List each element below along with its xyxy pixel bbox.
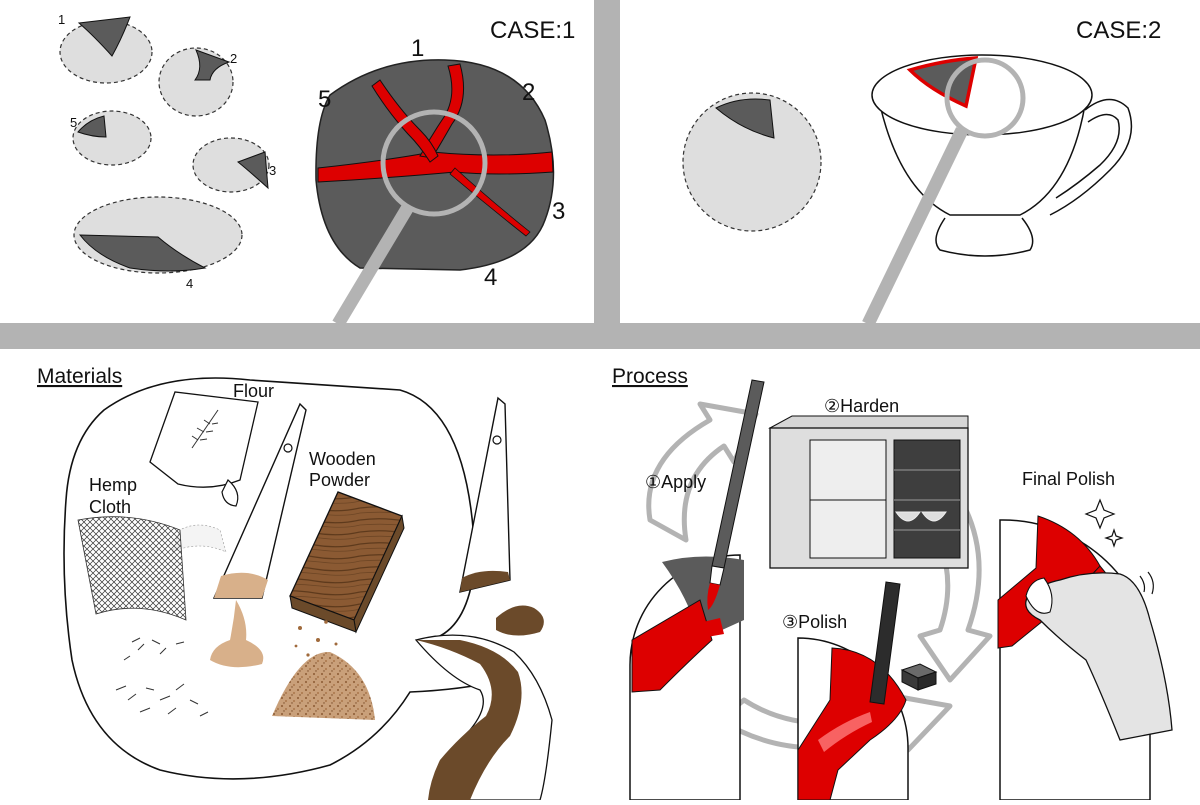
piece-label-3: 3 <box>269 163 276 178</box>
motion-lines-icon <box>1139 571 1154 595</box>
wooden-powder-label-2: Powder <box>309 470 370 490</box>
hemp-cloth <box>77 516 209 717</box>
case2-title: CASE:2 <box>1076 17 1161 44</box>
materials-heading: Materials <box>37 365 122 388</box>
final-polish-label: Final Polish <box>1022 469 1115 489</box>
flour-bag <box>149 391 259 553</box>
broken-piece-3 <box>192 137 270 193</box>
harden-cabinet <box>768 415 969 569</box>
brush-icon <box>707 379 765 610</box>
process-heading: Process <box>612 365 688 388</box>
spatula-wood-paste <box>459 396 544 636</box>
apply-step <box>629 379 765 801</box>
flour-label: Flour <box>233 381 274 401</box>
hand-icon <box>1025 572 1173 741</box>
step-apply-label: ①Apply <box>645 472 706 492</box>
materials-panel: Materials <box>37 365 553 801</box>
wooden-powder-label-1: Wooden <box>309 449 376 469</box>
case1-title: CASE:1 <box>490 17 575 44</box>
cup-chip-piece <box>682 92 822 232</box>
piece-label-5: 5 <box>70 115 77 130</box>
wood-block <box>272 491 405 720</box>
broken-piece-1 <box>59 16 153 84</box>
vertical-divider <box>594 0 620 336</box>
hemp-cloth-label-1: Hemp <box>89 475 137 495</box>
case2-panel: CASE:2 <box>682 17 1161 327</box>
step-harden-label: ②Harden <box>824 396 899 416</box>
final-polish <box>997 498 1173 801</box>
charcoal-stick-icon <box>869 581 901 705</box>
hemp-cloth-label-2: Cloth <box>89 497 131 517</box>
magnifier-case1 <box>332 109 488 328</box>
step-polish-label: ③Polish <box>782 612 847 632</box>
sparkle-icon <box>1084 498 1124 548</box>
plate-label-1: 1 <box>411 35 424 62</box>
broken-piece-5 <box>72 110 152 166</box>
repaired-plate <box>315 59 555 271</box>
spatula-flour <box>210 402 307 668</box>
process-panel: Process <box>612 365 1173 801</box>
magnifier-case2 <box>862 57 1026 327</box>
broken-piece-2 <box>158 47 234 117</box>
plate-label-4: 4 <box>484 264 497 291</box>
piece-label-2: 2 <box>230 51 237 66</box>
piece-label-4: 4 <box>186 276 193 291</box>
plate-label-3: 3 <box>552 198 565 225</box>
filled-crack <box>414 634 553 801</box>
piece-label-1: 1 <box>58 12 65 27</box>
polish-step <box>797 581 938 801</box>
plate-label-2: 2 <box>522 79 535 106</box>
panel-dividers <box>0 0 1200 349</box>
case1-panel: 1 2 5 3 4 CASE:1 1 2 3 4 5 <box>58 12 575 328</box>
plate-label-5: 5 <box>318 86 331 113</box>
polishing-stone-icon <box>900 663 938 691</box>
broken-piece-4 <box>73 196 243 274</box>
